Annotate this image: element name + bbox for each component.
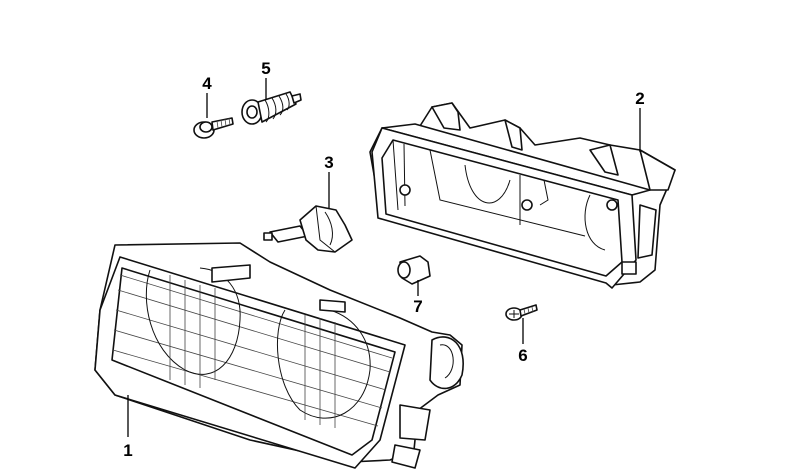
- callout-4: 4: [202, 74, 212, 93]
- callout-1: 1: [123, 441, 132, 460]
- leader-lines: [127, 78, 641, 437]
- bulb-with-socket: [263, 205, 353, 253]
- adjusting-screw: [241, 91, 302, 125]
- tapping-screw: [505, 304, 538, 321]
- callout-3: 3: [324, 153, 333, 172]
- grommet: [397, 255, 431, 285]
- screw-with-washer: [193, 117, 234, 139]
- callout-7: 7: [413, 297, 422, 316]
- headlight-lens: [94, 242, 464, 469]
- callout-5: 5: [261, 59, 270, 78]
- callout-labels: 1 2 3 4 5 6 7: [123, 59, 644, 460]
- callout-6: 6: [518, 346, 527, 365]
- callout-2: 2: [635, 89, 644, 108]
- headlight-housing: [369, 102, 676, 289]
